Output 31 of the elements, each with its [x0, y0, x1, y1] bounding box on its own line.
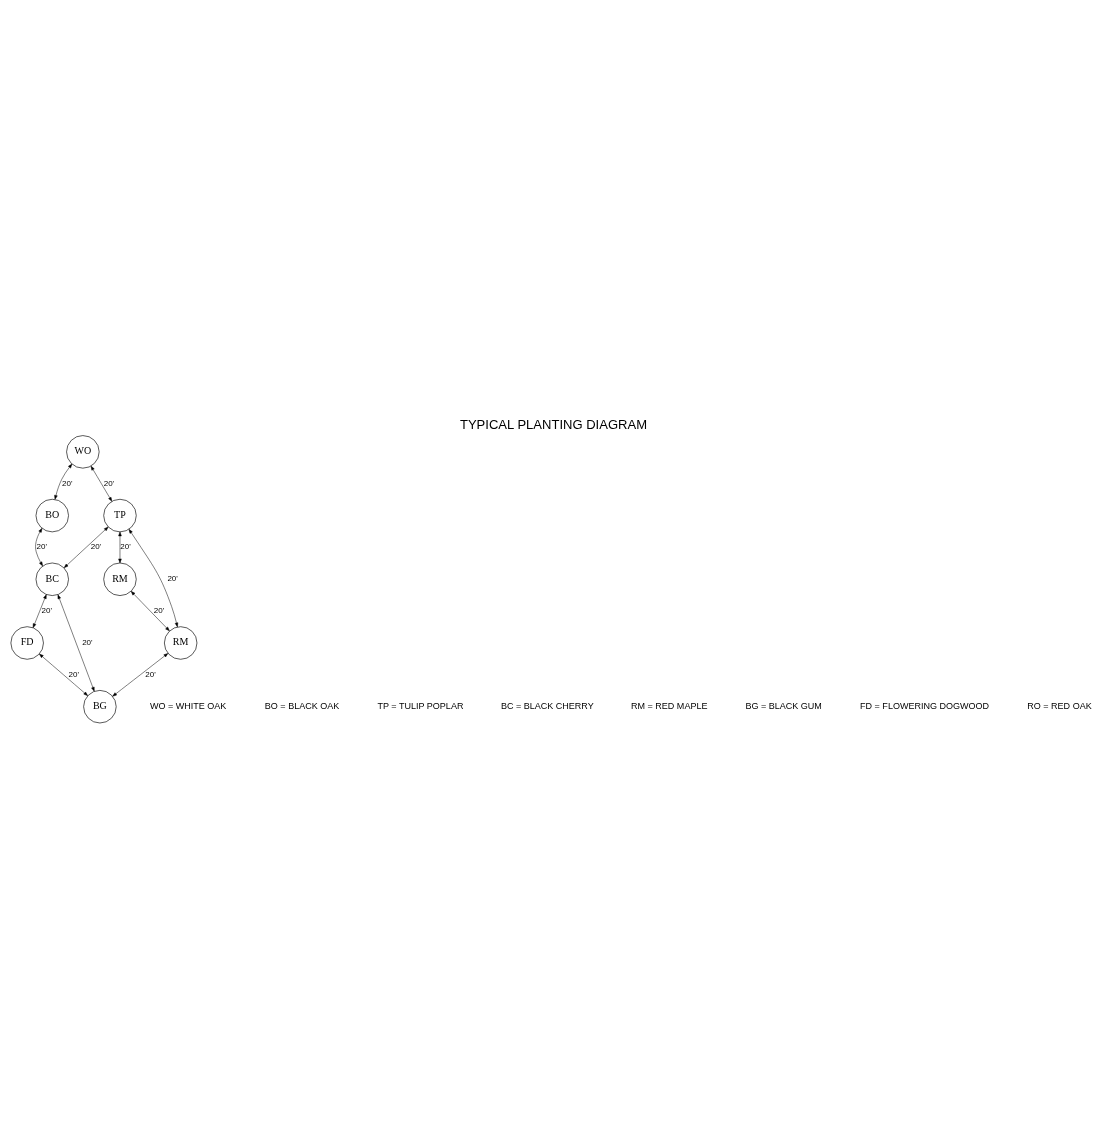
edge-label: 20'	[90, 541, 102, 551]
arrow	[63, 526, 109, 568]
arrow	[35, 527, 43, 566]
edge-label: 20'	[103, 478, 115, 488]
edge-label: 20'	[36, 541, 47, 551]
arrow	[90, 465, 113, 502]
label: BC = BLACK CHERRY	[500, 700, 594, 711]
label: RM = RED MAPLE	[631, 700, 708, 711]
arrow	[112, 652, 169, 697]
arrow	[128, 528, 179, 627]
edge-label: 20'	[62, 478, 73, 488]
label: RO = RED OAK	[1027, 700, 1092, 711]
arrow	[32, 593, 47, 628]
label: FD = FLOWERING DOGWOOD	[860, 700, 990, 711]
edge-label: 20'	[167, 573, 178, 583]
arrow	[118, 531, 122, 563]
label: BO = BLACK OAK	[264, 700, 340, 711]
arrow	[130, 590, 170, 631]
edge-label: 20'	[145, 669, 156, 679]
edge-label: 20'	[82, 637, 93, 647]
edge-label: 20'	[153, 605, 165, 615]
arrow	[57, 594, 95, 691]
arrow	[54, 463, 73, 500]
label: BG = BLACK GUM	[745, 700, 822, 711]
edge-label: 20'	[120, 541, 131, 551]
arrow	[39, 653, 88, 696]
label: TP = TULIP POPLAR	[377, 700, 464, 711]
diagram-title: TYPICAL PLANTING DIAGRAM	[459, 416, 648, 432]
edge-label: 20'	[68, 669, 80, 679]
label: WO = WHITE OAK	[150, 700, 227, 711]
edge-label: 20'	[41, 605, 52, 615]
